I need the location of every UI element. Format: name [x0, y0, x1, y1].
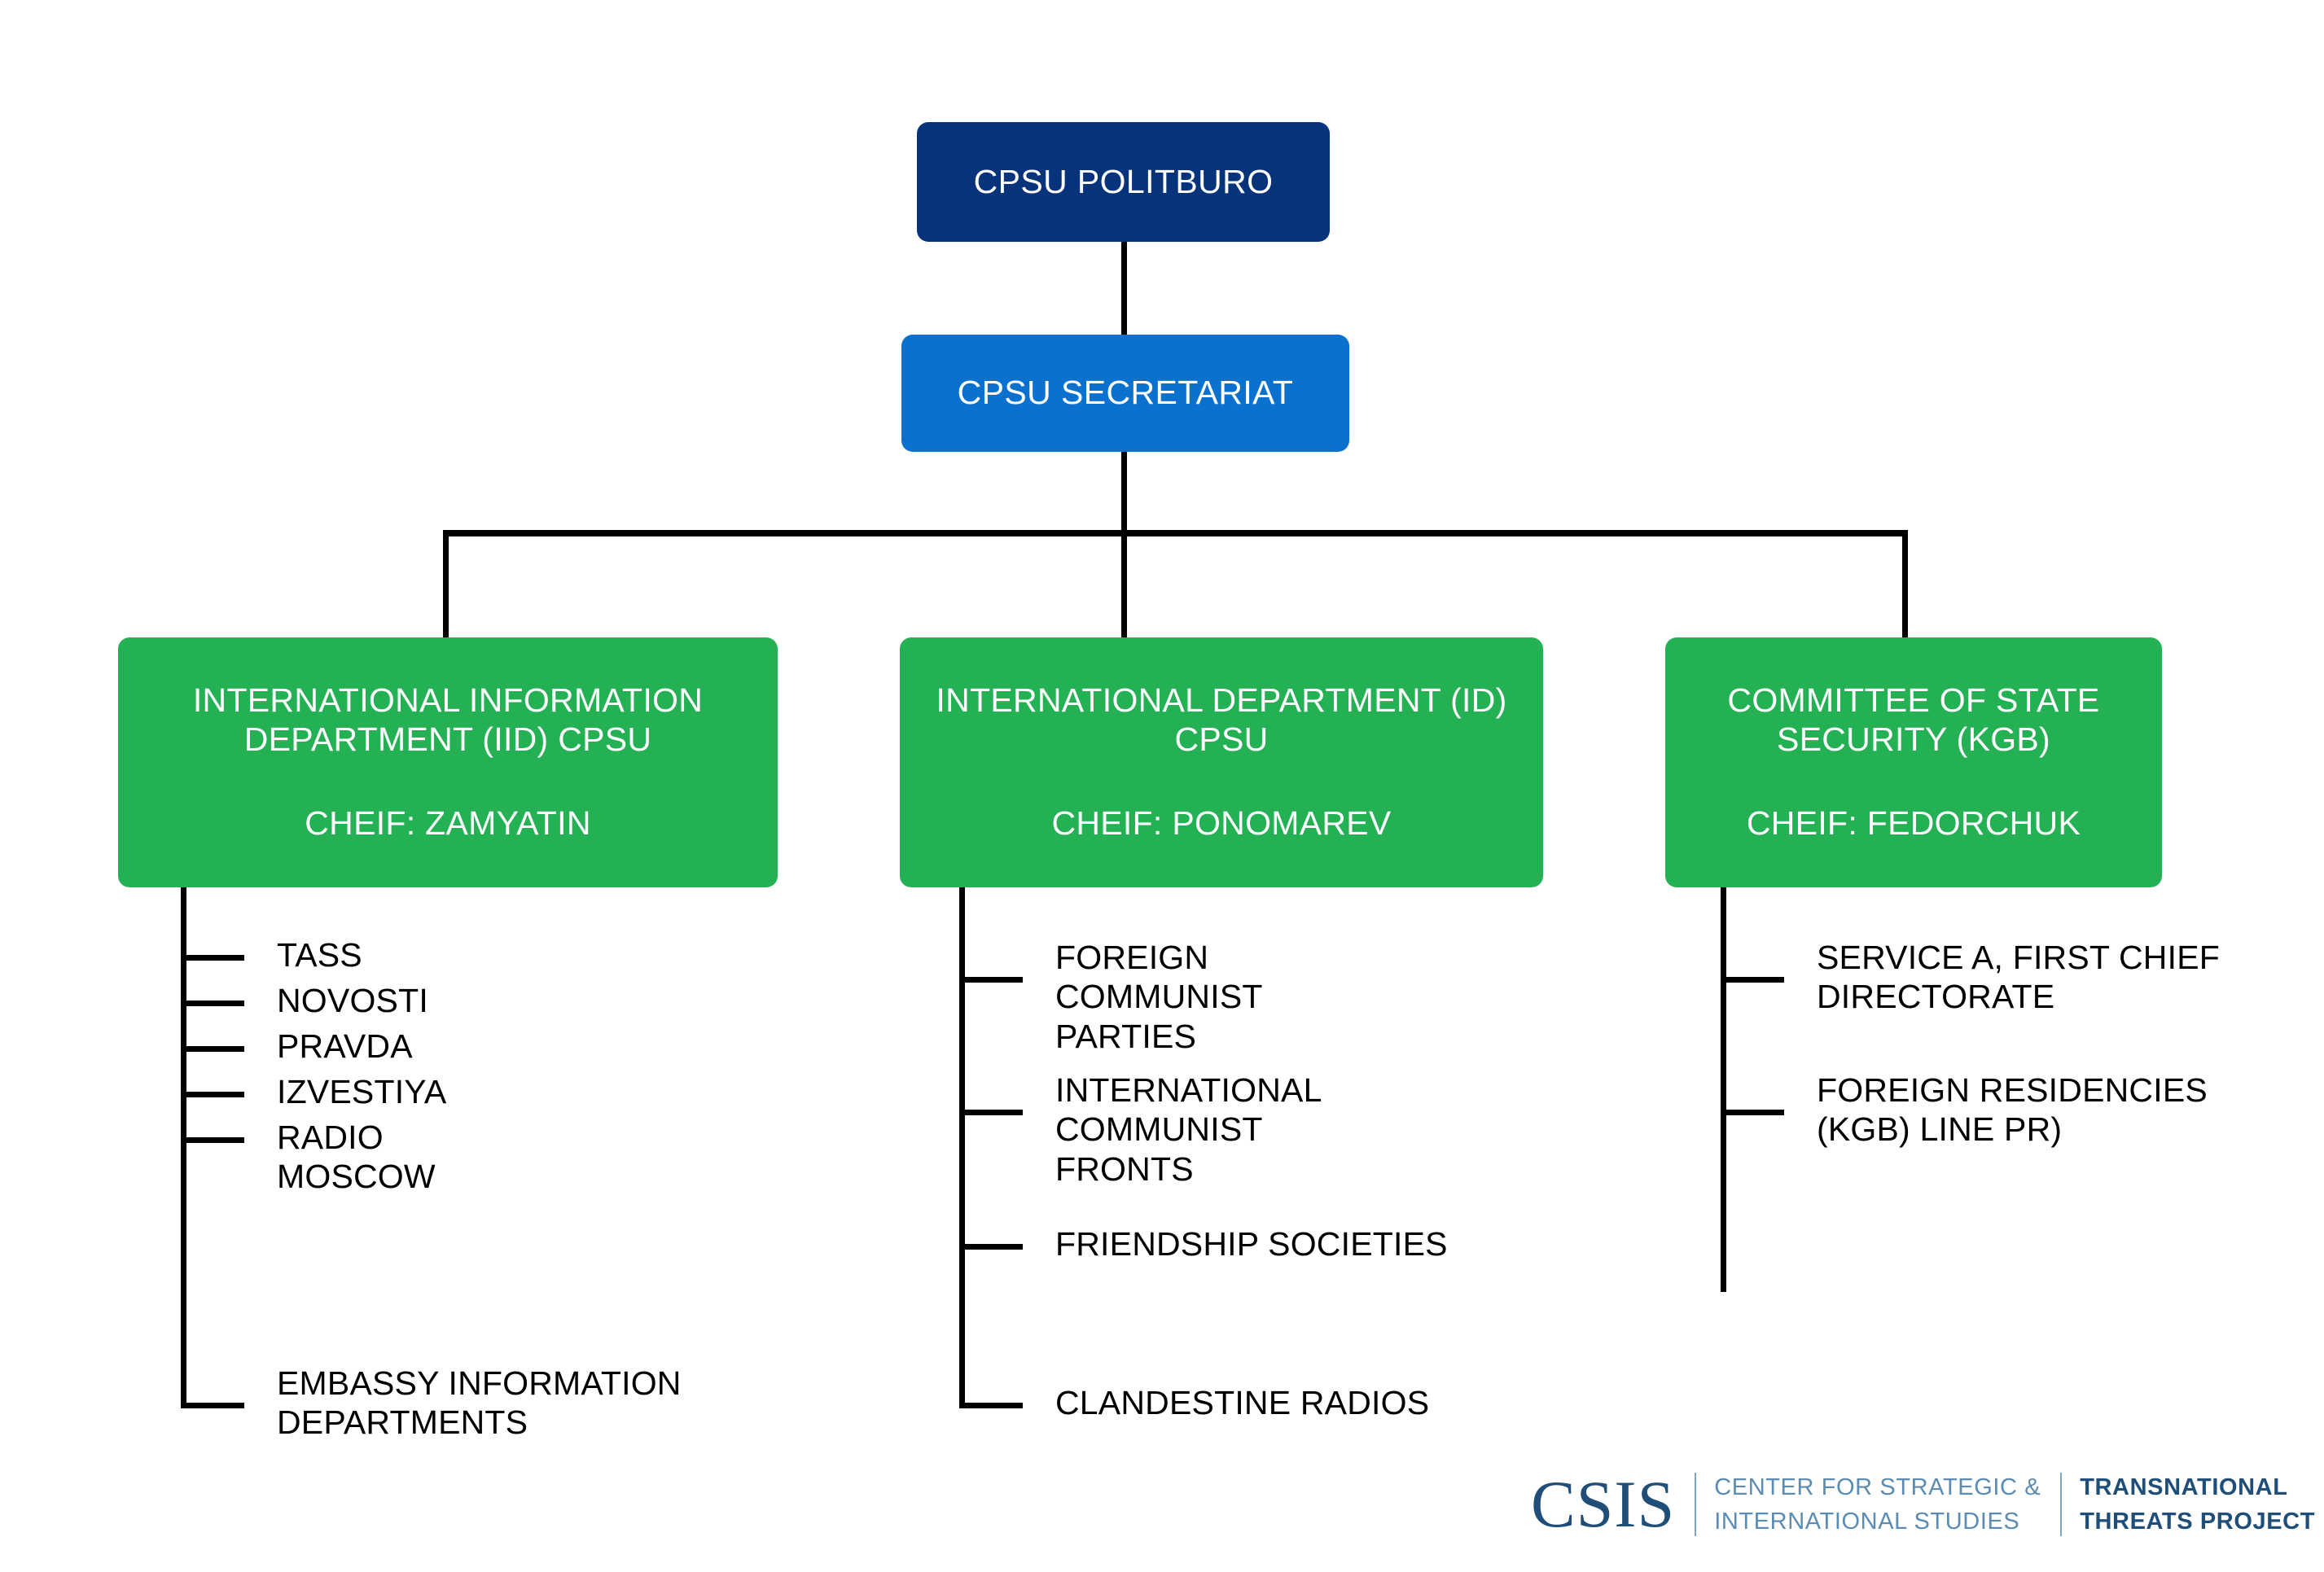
leaf-tick [959, 1403, 1023, 1408]
leaf-tick [181, 1046, 244, 1052]
csis-name-line-1: CENTER FOR STRATEGIC & [1714, 1473, 2041, 1500]
leaf-label: FOREIGN RESIDENCIES (KGB) LINE PR) [1817, 1071, 2208, 1149]
connector-secretariat-drop [1121, 452, 1127, 536]
connector-drop-left [443, 530, 449, 637]
leaf-tick [959, 1244, 1023, 1250]
node-politburo-label: CPSU POLITBURO [973, 162, 1274, 200]
leaf-tick [181, 955, 244, 961]
connector-horizontal-bus [443, 530, 1908, 536]
leaf-label: INTERNATIONAL COMMUNIST FRONTS [1055, 1071, 1322, 1188]
leaf-stem [1721, 887, 1726, 1292]
logo-divider-2 [2060, 1473, 2063, 1536]
leaf-stem [181, 887, 186, 1406]
csis-name-line-2: INTERNATIONAL STUDIES [1714, 1509, 2020, 1535]
leaf-label: RADIO MOSCOW [277, 1119, 436, 1196]
node-department-kgb: COMMITTEE OF STATE SECURITY (KGB) CHEIF:… [1665, 637, 2162, 887]
leaf-label: FOREIGN COMMUNIST PARTIES [1055, 939, 1262, 1055]
leaf-tick [181, 1092, 244, 1097]
leaf-stem [959, 887, 965, 1406]
leaf-label: IZVESTIYA [277, 1073, 447, 1110]
project-line-1: TRANSNATIONAL [2080, 1473, 2288, 1500]
connector-drop-right [1902, 530, 1908, 637]
department-title: INTERNATIONAL DEPARTMENT (ID) CPSU [936, 681, 1507, 758]
node-cpsu-politburo: CPSU POLITBURO [917, 122, 1330, 242]
leaf-label: TASS [277, 936, 362, 974]
department-title: INTERNATIONAL INFORMATION DEPARTMENT (II… [192, 681, 704, 758]
node-department-iid: INTERNATIONAL INFORMATION DEPARTMENT (II… [118, 637, 778, 887]
leaf-label: EMBASSY INFORMATION DEPARTMENTS [277, 1364, 682, 1442]
leaf-tick [181, 1137, 244, 1143]
csis-acronym: CSIS [1531, 1467, 1676, 1541]
connector-drop-middle [1121, 530, 1127, 637]
project-line-2: THREATS PROJECT [2080, 1509, 2316, 1535]
leaf-label: NOVOSTI [277, 982, 428, 1019]
leaf-label: SERVICE A, FIRST CHIEF DIRECTORATE [1817, 939, 2220, 1016]
leaf-label: FRIENDSHIP SOCIETIES [1055, 1225, 1448, 1263]
leaf-tick [181, 1001, 244, 1006]
logo-divider-1 [1695, 1473, 1697, 1536]
department-chief: CHEIF: FEDORCHUK [1746, 804, 2081, 843]
csis-project-name: TRANSNATIONAL THREATS PROJECT [2080, 1470, 2315, 1539]
node-cpsu-secretariat: CPSU SECRETARIAT [901, 335, 1349, 452]
csis-logo: CSIS CENTER FOR STRATEGIC & INTERNATIONA… [1531, 1465, 2315, 1544]
leaf-tick [1721, 977, 1784, 983]
leaf-label: CLANDESTINE RADIOS [1055, 1384, 1430, 1421]
leaf-label: PRAVDA [277, 1027, 413, 1065]
leaf-tick [181, 1403, 244, 1408]
department-title: COMMITTEE OF STATE SECURITY (KGB) [1727, 681, 2100, 758]
node-secretariat-label: CPSU SECRETARIAT [957, 374, 1294, 412]
leaf-tick [959, 977, 1023, 983]
leaf-tick [1721, 1110, 1784, 1115]
csis-full-name: CENTER FOR STRATEGIC & INTERNATIONAL STU… [1714, 1470, 2060, 1539]
connector-politburo-to-secretariat [1121, 242, 1127, 335]
department-chief: CHEIF: PONOMAREV [1051, 804, 1392, 843]
node-department-id: INTERNATIONAL DEPARTMENT (ID) CPSU CHEIF… [900, 637, 1543, 887]
leaf-tick [959, 1110, 1023, 1115]
department-chief: CHEIF: ZAMYATIN [305, 804, 591, 843]
